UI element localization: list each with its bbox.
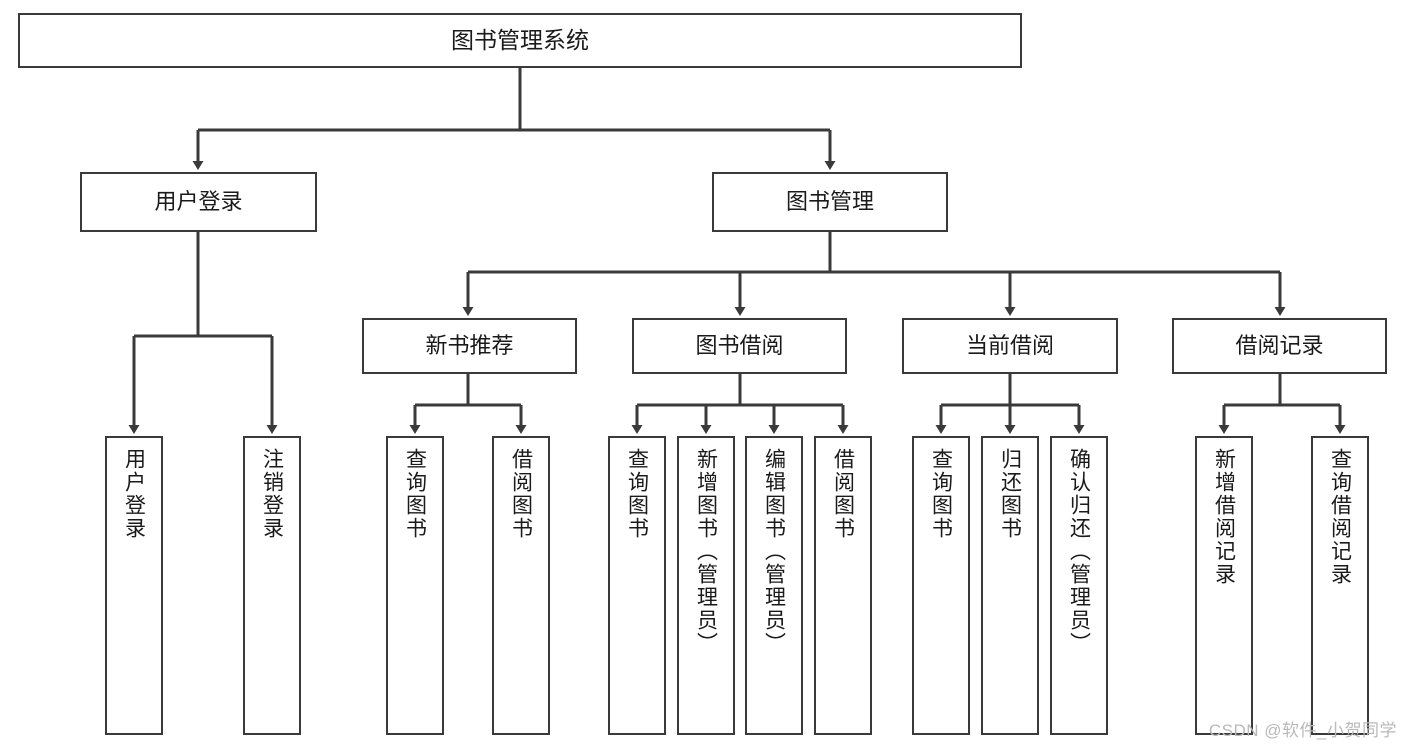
node-label: 当前借阅: [965, 333, 1054, 359]
leaf-query-book-3[interactable]: 查询图书: [912, 436, 970, 735]
leaf-return-book[interactable]: 归还图书: [981, 436, 1039, 735]
leaf-add-borrow-record[interactable]: 新增借阅记录: [1195, 436, 1253, 735]
node-label: 编辑图书（管理员）: [762, 448, 786, 655]
node-label: 借阅图书: [831, 448, 855, 540]
node-root-system[interactable]: 图书管理系统: [18, 13, 1022, 68]
node-label: 借阅图书: [509, 448, 533, 540]
leaf-borrow-book-1[interactable]: 借阅图书: [492, 436, 550, 735]
node-label: 新增借阅记录: [1212, 448, 1236, 586]
leaf-add-book-admin[interactable]: 新增图书（管理员）: [677, 436, 735, 735]
node-book-management[interactable]: 图书管理: [712, 172, 948, 232]
node-label: 借阅记录: [1235, 333, 1324, 359]
node-label: 用户登录: [154, 189, 243, 215]
node-label: 注销登录: [260, 448, 284, 540]
leaf-user-login[interactable]: 用户登录: [105, 436, 163, 735]
node-label: 图书借阅: [695, 333, 784, 359]
leaf-borrow-book-2[interactable]: 借阅图书: [814, 436, 872, 735]
node-current-borrow[interactable]: 当前借阅: [902, 318, 1118, 374]
node-label: 查询图书: [625, 448, 649, 540]
leaf-query-book-2[interactable]: 查询图书: [608, 436, 666, 735]
leaf-logout-login[interactable]: 注销登录: [243, 436, 301, 735]
node-label: 确认归还（管理员）: [1067, 448, 1091, 655]
leaf-query-borrow-record[interactable]: 查询借阅记录: [1311, 436, 1369, 735]
node-label: 归还图书: [998, 448, 1022, 540]
leaf-query-book-1[interactable]: 查询图书: [386, 436, 444, 735]
node-label: 图书管理系统: [451, 27, 589, 54]
csdn-watermark: CSDN @软件_小贺同学: [1208, 721, 1397, 740]
node-label: 新书推荐: [425, 333, 514, 359]
node-label: 查询图书: [403, 448, 427, 540]
node-label: 新增图书（管理员）: [694, 448, 718, 655]
leaf-confirm-return-admin[interactable]: 确认归还（管理员）: [1050, 436, 1108, 735]
node-label: 用户登录: [122, 448, 146, 540]
leaf-edit-book-admin[interactable]: 编辑图书（管理员）: [745, 436, 803, 735]
node-book-borrow[interactable]: 图书借阅: [632, 318, 847, 374]
node-label: 查询图书: [929, 448, 953, 540]
node-user-login[interactable]: 用户登录: [80, 172, 317, 232]
node-label: 图书管理: [785, 189, 874, 215]
node-label: 查询借阅记录: [1328, 448, 1352, 586]
node-new-book-recommend[interactable]: 新书推荐: [362, 318, 577, 374]
node-borrow-record[interactable]: 借阅记录: [1172, 318, 1387, 374]
